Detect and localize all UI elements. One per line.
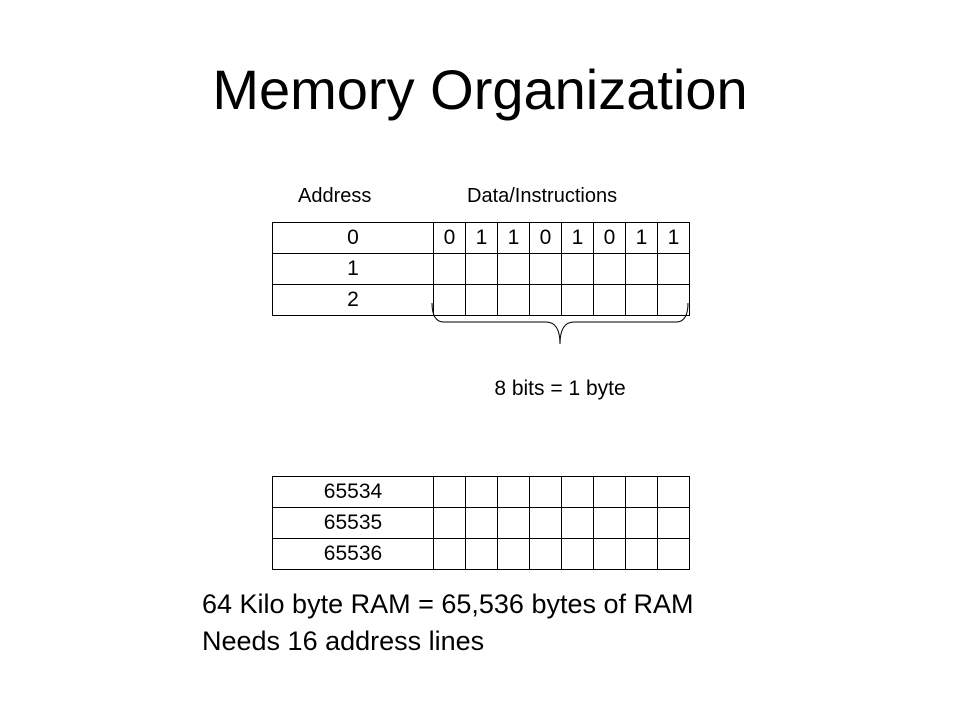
bit-cell [529, 284, 562, 316]
bit-cell [529, 476, 562, 508]
bit-cell [657, 538, 690, 570]
byte-label: 8 bits = 1 byte [494, 377, 626, 400]
memory-row: 65535 [272, 507, 690, 539]
address-cell: 65534 [272, 476, 434, 508]
bit-cell [657, 253, 690, 285]
bit-cell [593, 507, 626, 539]
bit-cell [625, 253, 658, 285]
bit-cell: 1 [497, 222, 530, 254]
bit-cell [529, 538, 562, 570]
bit-cell [433, 538, 466, 570]
bit-cell [497, 538, 530, 570]
bit-cell [465, 507, 498, 539]
bit-cell [561, 507, 594, 539]
bit-cell [465, 538, 498, 570]
bit-cell [529, 507, 562, 539]
bit-cell: 0 [433, 222, 466, 254]
bit-cell [529, 253, 562, 285]
bit-cell [657, 284, 690, 316]
bit-cell: 1 [657, 222, 690, 254]
slide-title: Memory Organization [212, 58, 748, 121]
bit-cell [433, 476, 466, 508]
bit-cell [625, 476, 658, 508]
memory-row: 65536 [272, 538, 690, 570]
memory-row: 2 [272, 284, 690, 316]
bit-cell [465, 476, 498, 508]
byte-brace [431, 302, 689, 345]
bit-cell [561, 538, 594, 570]
bit-cell [497, 284, 530, 316]
address-cell: 0 [272, 222, 434, 254]
bit-cell [561, 253, 594, 285]
address-cell: 2 [272, 284, 434, 316]
bit-cell [561, 284, 594, 316]
memory-row: 65534 [272, 476, 690, 508]
bit-cell [497, 253, 530, 285]
bit-cell [625, 507, 658, 539]
memory-row: 1 [272, 253, 690, 285]
bit-cell: 1 [625, 222, 658, 254]
bit-cell [465, 253, 498, 285]
bit-cell [433, 507, 466, 539]
address-cell: 65535 [272, 507, 434, 539]
bit-cell [561, 476, 594, 508]
address-cell: 65536 [272, 538, 434, 570]
bit-cell [497, 507, 530, 539]
address-column-header: Address [298, 185, 372, 207]
address-cell: 1 [272, 253, 434, 285]
bit-cell: 0 [529, 222, 562, 254]
ram-size-note: 64 Kilo byte RAM = 65,536 bytes of RAM [202, 589, 694, 619]
bit-cell [593, 253, 626, 285]
bit-cell: 1 [561, 222, 594, 254]
bit-cell [433, 253, 466, 285]
bit-cell [657, 507, 690, 539]
bit-cell [657, 476, 690, 508]
bit-cell: 0 [593, 222, 626, 254]
bit-cell [625, 538, 658, 570]
data-column-header: Data/Instructions [467, 185, 618, 207]
address-lines-note: Needs 16 address lines [202, 626, 485, 656]
bit-cell: 1 [465, 222, 498, 254]
bit-cell [593, 476, 626, 508]
bit-cell [593, 538, 626, 570]
bit-cell [497, 476, 530, 508]
